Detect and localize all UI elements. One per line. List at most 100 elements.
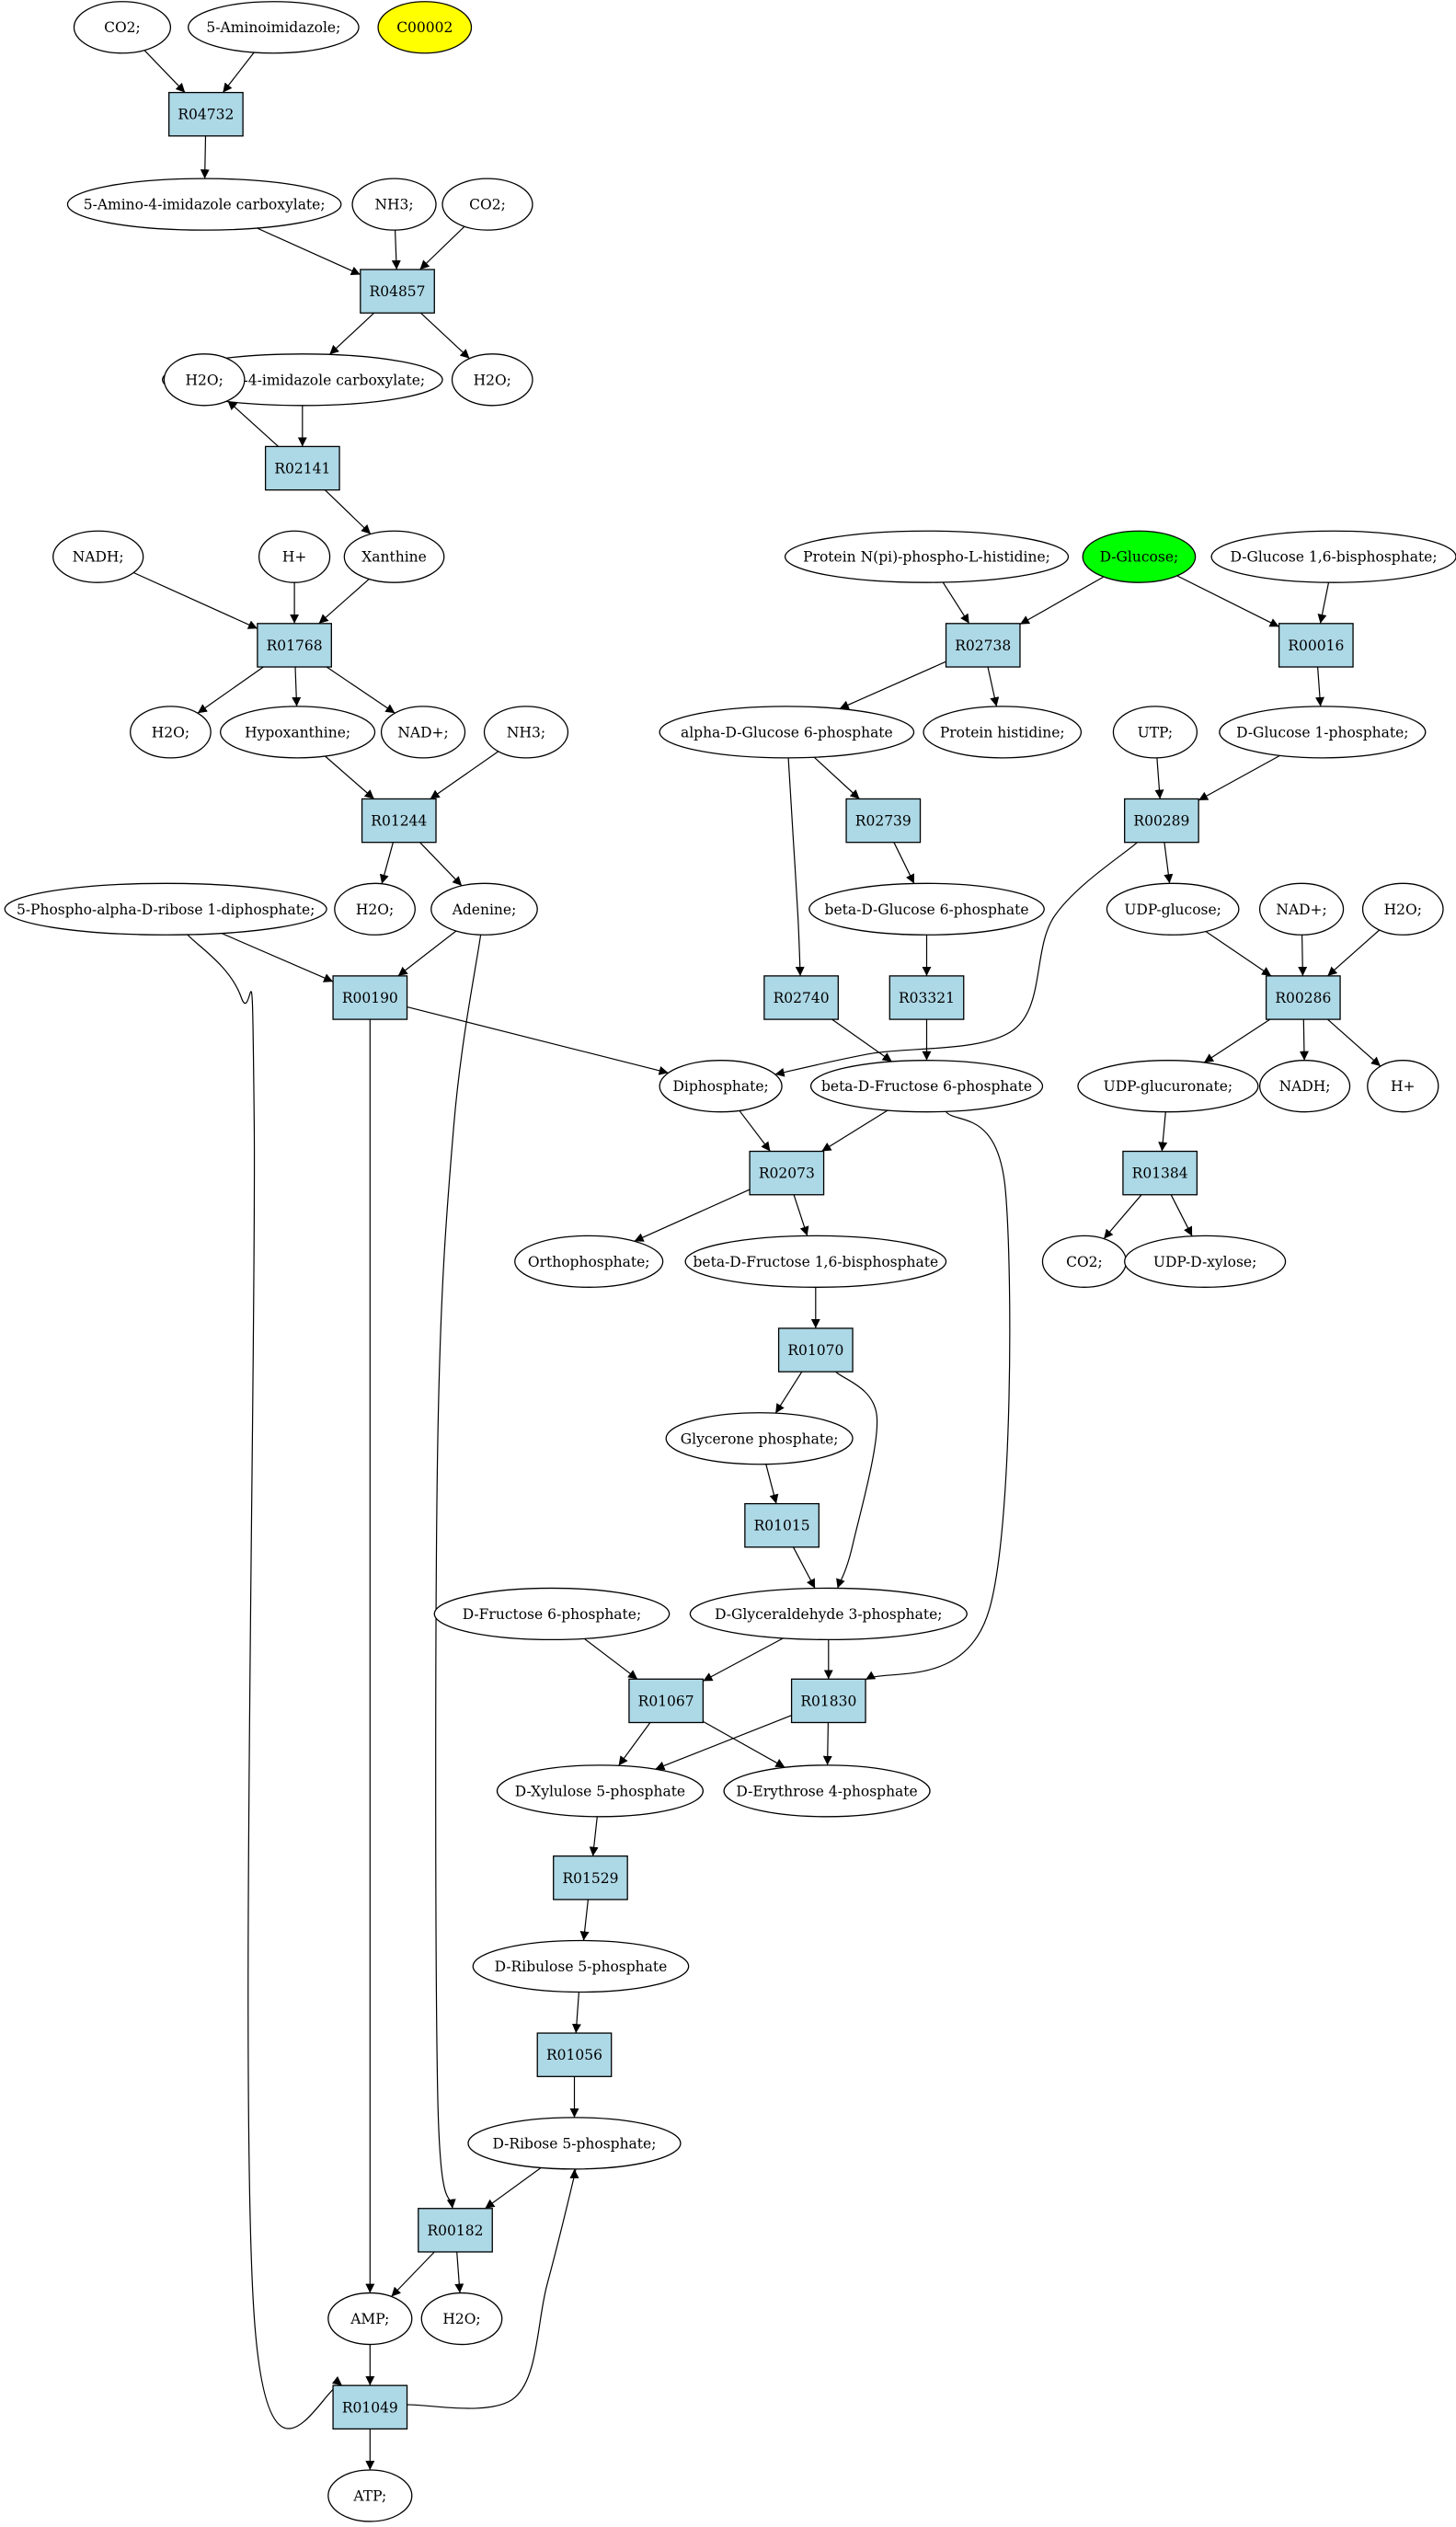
compound-node-h2o-c[interactable]: H2O; [130,706,212,759]
edge-xanthine-to-r01768 [318,578,370,625]
compound-node-co2-a[interactable]: CO2; [73,1,172,54]
compound-node-aminoimidazole[interactable]: 5-Aminoimidazole; [188,1,360,54]
reaction-node-r02740[interactable]: R02740 [763,975,839,1020]
reaction-node-r00190[interactable]: R00190 [332,975,408,1020]
compound-node-co2-b[interactable]: CO2; [441,178,533,231]
compound-node-protein-histidine[interactable]: Protein histidine; [923,706,1083,759]
reaction-box [744,1502,820,1548]
reaction-label: R01529 [562,1870,618,1887]
compound-node-glycerone-p[interactable]: Glycerone phosphate; [665,1412,854,1465]
reaction-node-r01384[interactable]: R01384 [1122,1150,1198,1196]
compound-node-h2o-a[interactable]: H2O; [163,353,246,407]
compound-node-h2o-e[interactable]: H2O; [1361,882,1444,936]
compound-ellipse [1124,1235,1287,1288]
compound-node-h2o-d[interactable]: H2O; [334,882,416,936]
edge-protein_histidine_phos-to-r02738 [942,581,970,625]
compound-label: beta-D-Fructose 1,6-bisphosphate [694,1254,939,1270]
compound-node-amp[interactable]: AMP; [327,2292,413,2346]
edge-r01067-to-erythrose_4p [703,1720,785,1768]
compound-node-nh3-a[interactable]: NH3; [351,178,437,231]
compound-node-udp-glucuronate[interactable]: UDP-glucuronate; [1077,1060,1259,1113]
compound-node-xylulose-5p[interactable]: D-Xylulose 5-phosphate [496,1764,705,1818]
compound-ellipse [327,2292,413,2346]
compound-label: D-Xylulose 5-phosphate [515,1783,685,1799]
reaction-node-r01244[interactable]: R01244 [361,798,437,844]
compound-node-hplus-b[interactable]: H+ [1367,1060,1439,1113]
compound-node-glucose-bisphosphate[interactable]: D-Glucose 1,6-bisphosphate; [1210,530,1456,583]
reaction-label: R02738 [955,637,1011,654]
compound-node-prpp[interactable]: 5-Phospho-alpha-D-ribose 1-diphosphate; [4,882,327,936]
reaction-node-r01056[interactable]: R01056 [536,2032,613,2077]
compound-node-aminoimidazole-carboxylate[interactable]: 5-Amino-4-imidazole carboxylate; [66,178,342,231]
edge-r02073-to-fbp [793,1194,809,1236]
compound-label: C00002 [396,19,453,36]
reaction-node-r02738[interactable]: R02738 [945,623,1021,668]
reaction-label: R04732 [178,107,234,123]
compound-node-diphosphate[interactable]: Diphosphate; [659,1060,783,1113]
reaction-node-r02073[interactable]: R02073 [749,1150,825,1196]
reaction-label: R03321 [899,990,955,1006]
edge-udp_glucose-to-r00286 [1205,931,1272,977]
compound-node-adenine[interactable]: Adenine; [430,882,538,936]
compound-node-orthophosphate[interactable]: Orthophosphate; [514,1235,664,1288]
reaction-node-r00286[interactable]: R00286 [1265,975,1341,1020]
compound-node-nh3-b[interactable]: NH3; [483,706,569,759]
compound-node-atp[interactable]: ATP; [327,2469,413,2522]
compound-node-ribose-5p[interactable]: D-Ribose 5-phosphate; [467,2117,682,2170]
reaction-node-r01067[interactable]: R01067 [628,1678,705,1724]
compound-ellipse [1361,882,1444,936]
compound-node-beta-f6p[interactable]: beta-D-Fructose 6-phosphate [809,1060,1044,1113]
compound-node-nadplus-b[interactable]: NAD+; [1258,882,1345,936]
compound-node-protein-histidine-phos[interactable]: Protein N(pi)-phospho-L-histidine; [784,530,1070,583]
reaction-node-r02739[interactable]: R02739 [845,798,922,844]
reaction-label: R01015 [754,1518,810,1534]
reaction-node-r01015[interactable]: R01015 [744,1502,820,1548]
compound-node-utp[interactable]: UTP; [1112,706,1198,759]
reaction-node-r01070[interactable]: R01070 [777,1327,854,1373]
edge-r04732-to-aminoimidazole_carboxylate [200,135,210,179]
compound-node-udp-xylose[interactable]: UDP-D-xylose; [1124,1235,1287,1288]
reaction-node-r02141[interactable]: R02141 [264,445,340,491]
compound-node-co2-c[interactable]: CO2; [1041,1235,1128,1288]
compound-node-hypoxanthine[interactable]: Hypoxanthine; [219,706,376,759]
compound-ellipse [1367,1060,1439,1113]
reaction-node-r03321[interactable]: R03321 [889,975,965,1020]
compound-node-glucose-1p[interactable]: D-Glucose 1-phosphate; [1219,706,1427,759]
compound-node-nadh-a[interactable]: NADH; [52,530,144,583]
compound-node-erythrose-4p[interactable]: D-Erythrose 4-phosphate [723,1764,931,1818]
compound-label: UDP-glucose; [1124,902,1221,918]
compound-node-f6p[interactable]: D-Fructose 6-phosphate; [433,1587,671,1641]
reaction-node-r01768[interactable]: R01768 [257,623,332,668]
compound-node-c00002[interactable]: C00002 [377,1,473,54]
compound-node-udp-glucose[interactable]: UDP-glucose; [1106,882,1240,936]
reaction-node-r01049[interactable]: R01049 [332,2384,408,2430]
compound-node-h2o-f[interactable]: H2O; [420,2292,503,2346]
reaction-node-r04732[interactable]: R04732 [168,91,244,137]
compound-ellipse [380,706,466,759]
reaction-node-r00182[interactable]: R00182 [418,2208,493,2253]
compound-node-ribulose-5p[interactable]: D-Ribulose 5-phosphate [472,1939,690,1993]
reaction-node-r04857[interactable]: R04857 [360,269,435,314]
compound-node-alpha-g6p[interactable]: alpha-D-Glucose 6-phosphate [659,706,915,759]
reaction-box [1122,1150,1198,1196]
compound-node-xanthine[interactable]: Xanthine [343,530,445,583]
reaction-node-r01830[interactable]: R01830 [790,1678,866,1724]
compound-node-dglucose[interactable]: D-Glucose; [1082,530,1197,583]
reaction-node-r00289[interactable]: R00289 [1124,798,1199,844]
reaction-node-r01529[interactable]: R01529 [553,1855,628,1901]
compound-node-h2o-b[interactable]: H2O; [451,353,533,407]
reaction-box [945,623,1021,668]
compound-node-nadh-b[interactable]: NADH; [1258,1060,1351,1113]
compound-label: CO2; [104,19,141,36]
compound-label: CO2; [1066,1254,1103,1270]
edge-xylulose_5p-to-r01529 [589,1816,599,1856]
compound-node-g3p[interactable]: D-Glyceraldehyde 3-phosphate; [689,1587,968,1641]
compound-node-beta-g6p[interactable]: beta-D-Glucose 6-phosphate [808,882,1045,936]
reaction-box [845,798,922,844]
compound-ellipse [1210,530,1456,583]
compound-node-hplus-a[interactable]: H+ [258,530,331,583]
compound-node-fbp[interactable]: beta-D-Fructose 1,6-bisphosphate [684,1235,947,1288]
compound-node-nadplus-a[interactable]: NAD+; [380,706,466,759]
compound-ellipse [343,530,445,583]
reaction-node-r00016[interactable]: R00016 [1278,623,1354,668]
